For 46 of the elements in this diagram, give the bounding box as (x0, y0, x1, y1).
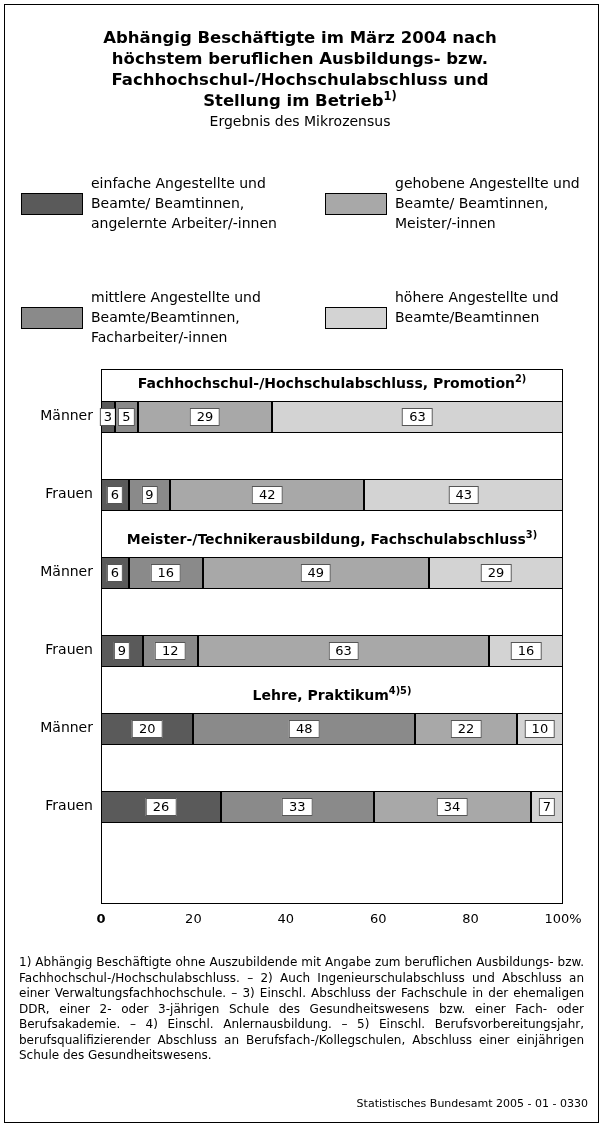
value-label: 6 (106, 564, 123, 582)
value-label: 22 (450, 720, 482, 738)
axis-tick-label: 20 (185, 911, 202, 926)
value-label: 63 (402, 408, 433, 426)
value-label: 63 (328, 642, 359, 660)
footnote: 1) Abhängig Beschäftigte ohne Auszubildende mit Angabe zum beruflichen Ausbildungs- bzw. Fachhochschul-/Hochschulabschluss. – 2) Auch Ingenieurschulabschluss und Abschluss an einer Verwaltungsfachhochschule. – 3) Einschl. Abschluss der Fachschule in der ehemaligen DDR, einer 2- oder 3-jährigen Schule des Gesundheitswesens bzw. einer Fach- oder Berufsakademie. – 4) Einschl. Anlernausbildung. – 5) Einschl. Berufsvorbereitungsjahr, berufsqualifizierender Abschluss an Berufsfach-/Kollegschulen, Abschluss einer einjährigen Schule des Gesundheitswesens. (19, 955, 584, 1064)
value-label: 6 (106, 486, 123, 504)
row-label: Frauen (44, 797, 94, 813)
legend-text: mittlere Angestellte und Beamte/Beamtinnen, Facharbeiter/-innen (91, 288, 262, 347)
axis-tick-label: 40 (277, 911, 295, 926)
value-label: 43 (448, 486, 479, 504)
value-label: 16 (150, 564, 181, 582)
row-label: Frauen (44, 641, 94, 657)
legend-text: einfache Angestellte und Beamte/ Beamtinnen, angelernte Arbeiter/-innen (91, 174, 278, 233)
axis-tick-label: 0 (96, 911, 106, 926)
value-label: 12 (155, 642, 186, 660)
row-label: Männer (39, 563, 94, 579)
subtitle: Ergebnis des Mikrozensus (208, 113, 392, 129)
row-label: Frauen (44, 485, 94, 501)
legend-text: höhere Angestellte und Beamte/Beamtinnen (395, 288, 560, 327)
value-label: 42 (252, 486, 283, 504)
value-label: 10 (524, 720, 556, 738)
axis-tick-label: 100% (544, 911, 582, 926)
group-heading: Meister-/Technikerausbildung, Fachschulabschluss$^{3)}$ (125, 531, 539, 547)
value-label: 20 (131, 720, 163, 738)
value-label: 48 (289, 720, 320, 738)
row-label: Männer (39, 407, 94, 423)
value-label: 9 (141, 486, 158, 504)
value-label: 9 (113, 642, 130, 660)
axis-tick-label: 60 (369, 911, 387, 926)
value-label: 34 (436, 798, 468, 816)
row-label: Männer (39, 719, 94, 735)
value-label: 5 (118, 408, 135, 426)
value-label: 26 (145, 798, 177, 816)
source-note: Statistisches Bundesamt 2005 - 01 - 0330 (356, 1097, 588, 1110)
value-label: 7 (538, 798, 555, 816)
axis-tick-label: 80 (462, 911, 479, 926)
value-label: 29 (480, 564, 512, 582)
value-label: 33 (282, 798, 313, 816)
value-label: 49 (300, 564, 332, 582)
group-heading: Fachhochschul-/Hochschulabschluss, Promotion$^{2)}$ (136, 375, 528, 391)
legend-text: gehobene Angestellte und Beamte/ Beamtinnen, Meister/-innen (395, 174, 581, 233)
chart-title: Abhängig Beschäftigte im März 2004 nach höchstem beruflichen Ausbildungs- bzw. Fachhochschul-/Hochschulabschluss und Stellung im Betrieb$^{1)}$ (102, 27, 498, 111)
group-heading: Lehre, Praktikum$^{4)5)}$ (251, 687, 413, 703)
value-label: 16 (510, 642, 542, 660)
value-label: 29 (189, 408, 221, 426)
